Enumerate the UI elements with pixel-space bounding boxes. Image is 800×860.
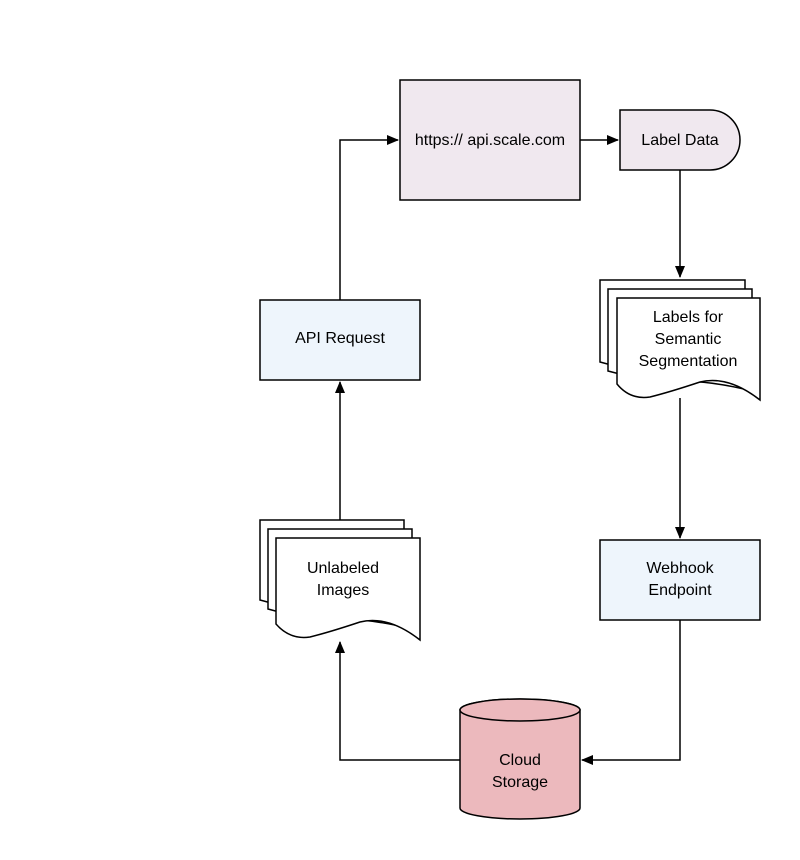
api-request-label: API Request — [295, 330, 385, 347]
edge-api-request-to-api-url — [339, 135, 399, 300]
webhook-box — [599, 539, 761, 621]
storage-line-2: Storage — [492, 774, 548, 791]
unlabeled-line-1: Unlabeled — [307, 560, 379, 577]
webhook-line-2: Endpoint — [648, 582, 712, 599]
node-label-data: Label Data — [619, 109, 741, 171]
doc-front — [616, 297, 761, 402]
edge-storage-to-unlabeled — [335, 641, 460, 761]
labels-docs-line-1: Labels for — [653, 309, 724, 326]
label-data-label: Label Data — [641, 132, 718, 149]
api-url-box — [399, 79, 581, 201]
node-cloud-storage: Cloud Storage — [459, 698, 581, 820]
storage-line-1: Cloud — [499, 752, 541, 769]
storage-cylinder-top — [459, 698, 581, 722]
node-api-request: API Request — [259, 299, 421, 381]
node-unlabeled-images: Unlabeled Images — [259, 519, 421, 642]
node-webhook: Webhook Endpoint — [599, 539, 761, 621]
edges — [335, 135, 685, 765]
unlabeled-line-2: Images — [317, 582, 369, 599]
api-url-label: https:// api.scale.com — [415, 132, 565, 149]
node-labels-docs: Labels for Semantic Segmentation — [599, 279, 761, 402]
labels-docs-line-2: Semantic — [655, 331, 722, 348]
label-data-shape — [619, 109, 741, 171]
node-api-url: https:// api.scale.com — [399, 79, 581, 201]
webhook-line-1: Webhook — [646, 560, 714, 577]
api-request-box — [259, 299, 421, 381]
labels-docs-line-3: Segmentation — [639, 353, 738, 370]
edge-webhook-to-storage — [581, 620, 681, 765]
doc-front — [275, 537, 421, 642]
